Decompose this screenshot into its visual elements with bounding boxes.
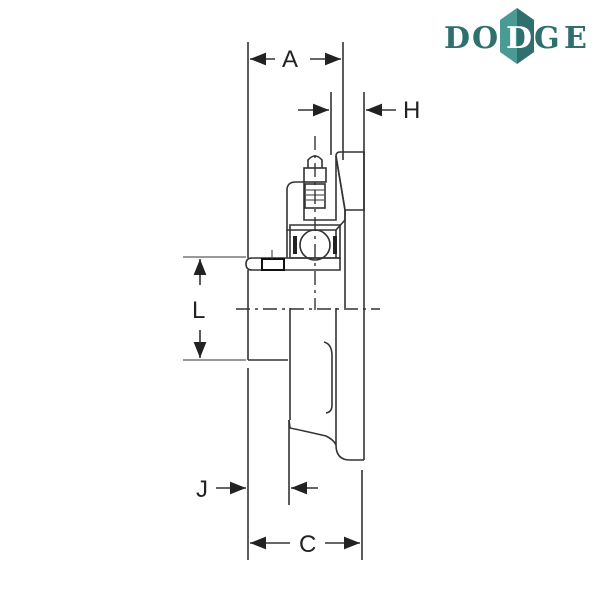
- logo-letter-d2: D: [506, 21, 532, 56]
- dimension-a-label: A: [282, 46, 298, 73]
- dimension-h-label: H: [403, 97, 420, 124]
- set-screw-icon: [261, 258, 285, 271]
- dimension-l-label: L: [192, 297, 205, 324]
- logo-letter-o: O: [472, 21, 498, 56]
- dimension-j-label: J: [196, 476, 208, 503]
- housing-flange: [288, 151, 365, 461]
- dodge-logo: D O D G E: [444, 8, 587, 64]
- logo-letter-e: E: [564, 21, 587, 56]
- logo-letter-g: G: [534, 21, 560, 56]
- dimension-j: J: [196, 476, 318, 503]
- logo-letter-d1: D: [444, 21, 470, 56]
- dimension-c-label: C: [299, 531, 316, 558]
- dimension-a: A: [250, 46, 341, 73]
- dimension-l: L: [183, 256, 246, 361]
- dimension-h: H: [298, 97, 420, 124]
- bearing-insert: [245, 224, 341, 271]
- dimension-c: C: [250, 531, 360, 558]
